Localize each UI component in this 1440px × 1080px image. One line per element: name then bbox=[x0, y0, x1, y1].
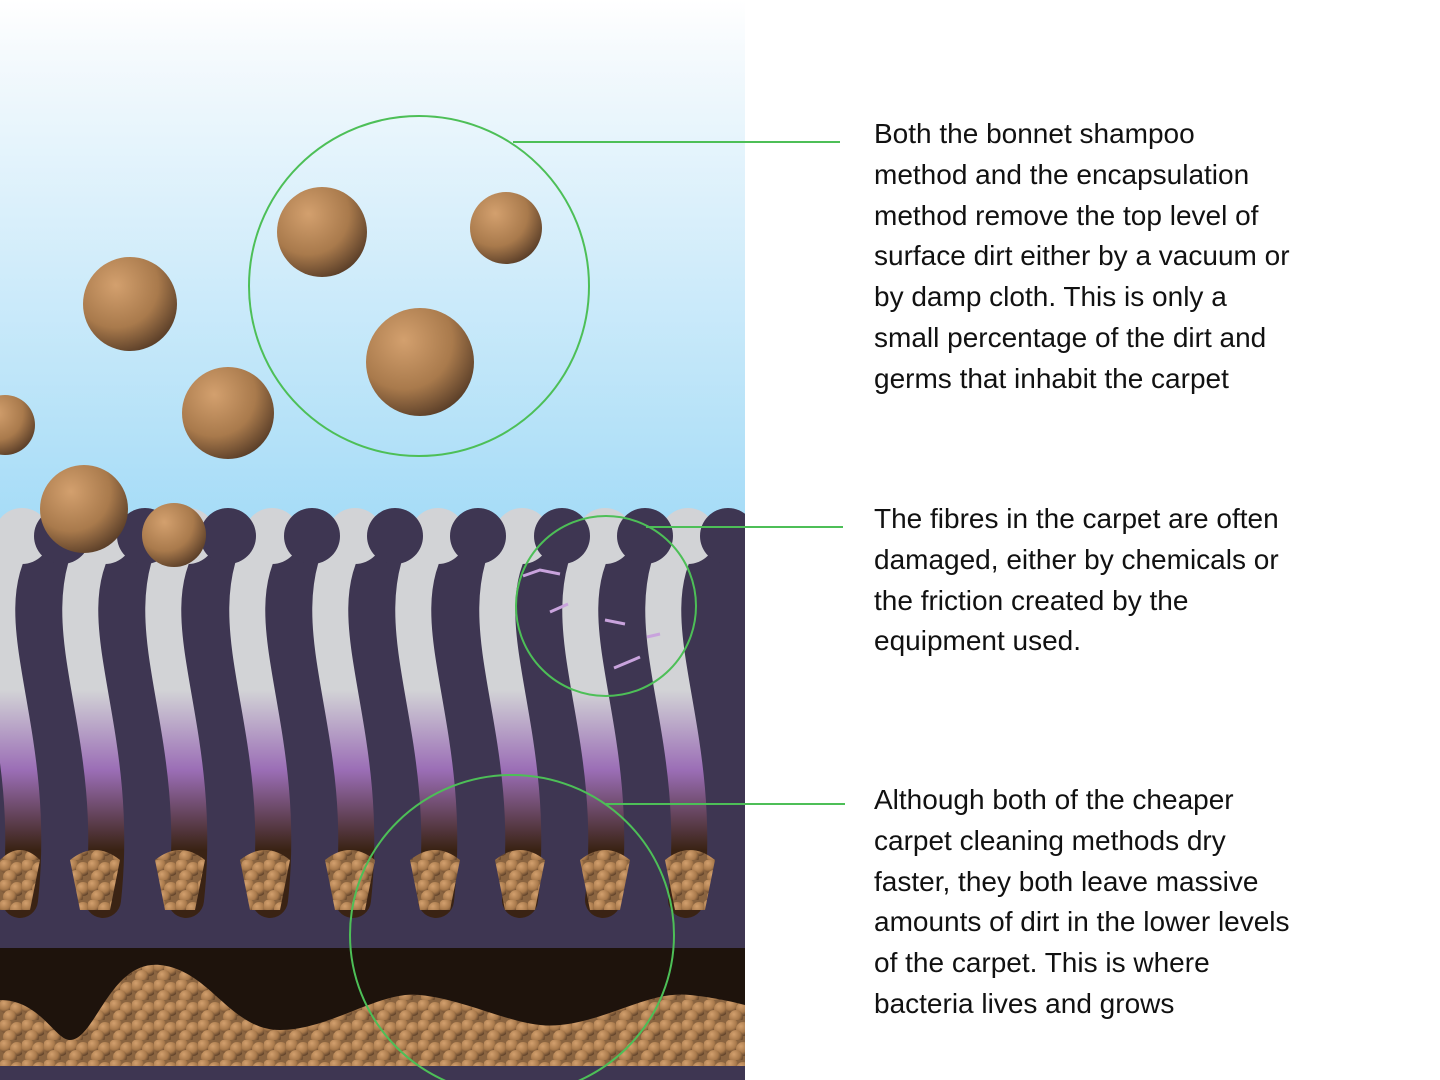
callout-deep-dirt: Although both of the cheaper carpet clea… bbox=[874, 784, 1290, 1019]
carpet-cross-section-illustration bbox=[0, 0, 745, 1080]
callout-surface-dirt: Both the bonnet shampoo method and the e… bbox=[874, 118, 1290, 394]
callout-damaged-fibres: The fibres in the carpet are often damag… bbox=[874, 503, 1279, 657]
